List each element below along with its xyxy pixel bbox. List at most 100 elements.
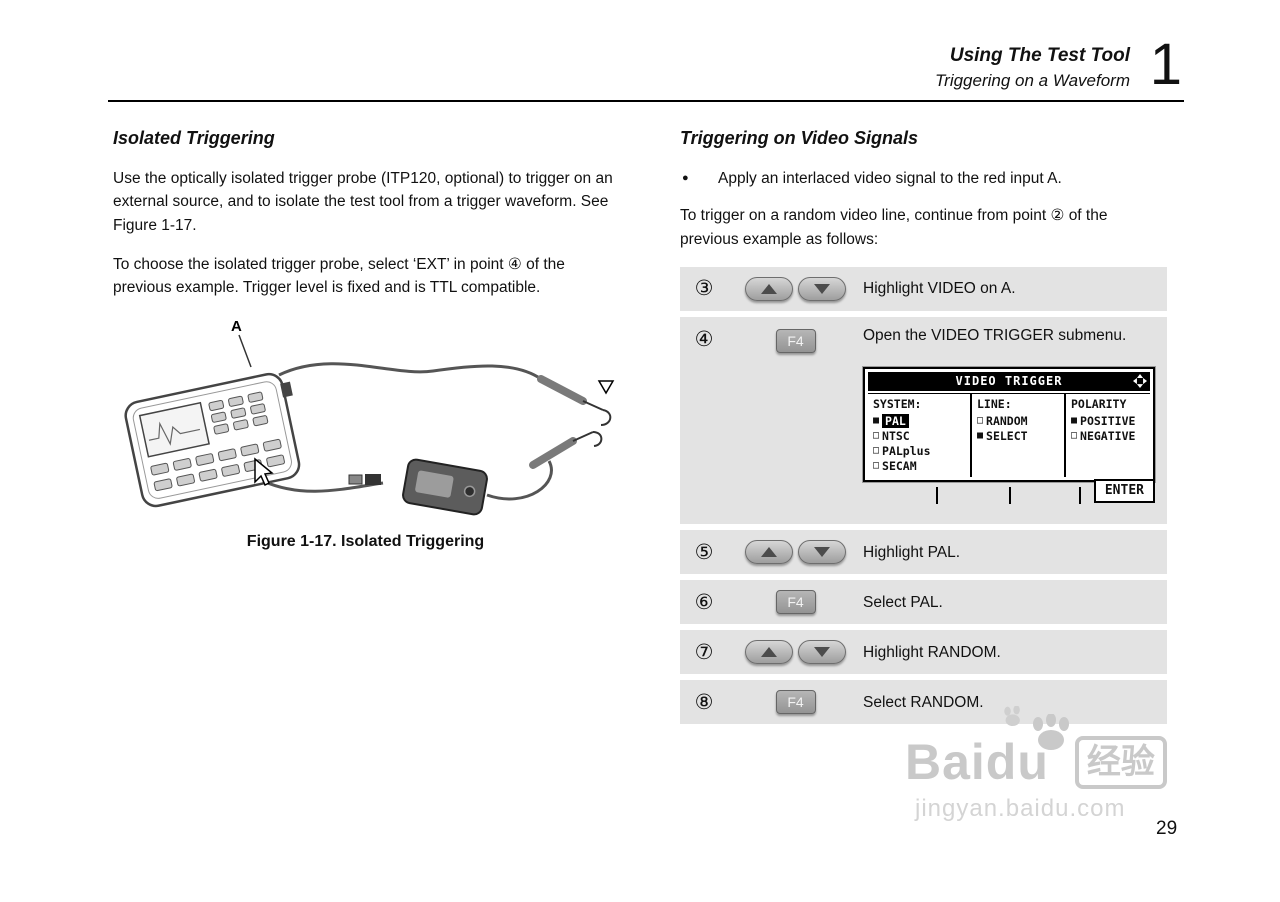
right-column: Triggering on Video Signals ● Apply an i… [680,128,1167,730]
softkey-divider [1009,487,1011,505]
isolated-triggering-illustration: A [124,318,615,516]
section-heading-video-signals: Triggering on Video Signals [680,128,919,148]
input-connector [280,381,293,398]
page-number: 29 [1156,818,1178,839]
up-arrow-key [745,540,793,565]
checkbox-unchecked-icon: □ [977,414,984,426]
video-trigger-screenshot: VIDEO TRIGGER SYSTEM: [863,366,1155,511]
menu-item-random: □ RANDOM [977,413,1060,428]
figure-isolated-triggering: A [113,315,618,551]
header-subtitle: Triggering on a Waveform [935,70,1130,90]
intro-paragraph: To trigger on a random video line, conti… [680,207,1108,248]
checkbox-unchecked-icon: □ [873,429,880,441]
menu-title-bar: VIDEO TRIGGER [868,371,1150,391]
step-text: Highlight VIDEO on A. [863,279,1016,297]
softkey-row: ENTER [863,479,1155,510]
menu-item-label: POSITIVE [1080,413,1136,428]
figure-pointer-label: A [231,318,242,335]
chapter-number: 1 [1149,32,1182,97]
up-arrow-icon [761,283,777,294]
menu-item-label: RANDOM [986,413,1028,428]
menu-item-pal: ■ PAL [873,413,966,429]
menu-item-ntsc: □ NTSC [873,428,966,443]
paragraph-choose-probe: To choose the isolated trigger probe, se… [113,255,565,296]
down-arrow-key [798,640,846,665]
crt-screen: VIDEO TRIGGER SYSTEM: [863,366,1155,483]
step-row-7: ⑦ Highlight RANDOM. [680,630,1167,675]
arrow-keys [728,276,863,301]
checkbox-unchecked-icon: □ [873,444,880,456]
down-arrow-icon [814,647,830,658]
step-number: ③ [694,277,714,301]
down-arrow-key [798,276,846,301]
watermark-brand: Baidu [905,734,1049,791]
header-title: Using The Test Tool [949,45,1130,66]
left-column: Isolated Triggering Use the optically is… [113,128,618,551]
menu-column-header: SYSTEM: [873,396,922,411]
f4-key: F4 [775,328,816,353]
watermark-url: jingyan.baidu.com [915,794,1126,822]
f4-key-cell: F4 [728,690,863,715]
page-header: Using The Test Tool Triggering on a Wave… [935,44,1130,92]
enter-softkey: ENTER [1093,479,1155,504]
test-tool-device [124,373,301,508]
step-row-3: ③ Highlight VIDEO on A. [680,266,1167,311]
opto-plug [348,474,363,485]
paw-icon-small [1004,706,1020,727]
navigation-arrows-icon [1133,373,1147,388]
menu-item-label: NEGATIVE [1080,428,1136,443]
device-screen [138,402,210,458]
step-text: Highlight RANDOM. [863,643,1001,661]
opto-cable [262,479,384,493]
menu-column-polarity: POLARITY ■ POSITIVE □ NEGATIVE [1064,393,1150,478]
checkbox-checked-icon: ■ [873,414,880,426]
step-row-5: ⑤ Highlight PAL. [680,530,1167,575]
menu-item-palplus: □ PALplus [873,443,966,458]
bullet-text: Apply an interlaced video signal to the … [718,170,1062,187]
header-rule [108,100,1184,102]
step-text: Open the VIDEO TRIGGER submenu. [863,326,1127,344]
probe-cable [278,362,542,381]
menu-column-line: LINE: □ RANDOM ■ SELECT [970,393,1064,478]
figure-caption: Figure 1-17. Isolated Triggering [246,533,485,551]
hook-clip-2 [592,431,603,448]
step-number: ④ [694,327,714,351]
hook-clip-1 [600,409,612,427]
f4-key: F4 [775,590,816,615]
ground-marker [597,380,615,395]
step-text: Highlight PAL. [863,543,961,561]
step-text: Select PAL. [863,593,943,611]
step-row-4: ④ F4 Open the VIDEO TRIGGER submenu. VID… [680,316,1167,525]
softkey-divider [936,487,938,505]
paw-icon [1033,714,1069,750]
section-heading-isolated-triggering: Isolated Triggering [113,128,275,148]
menu-item-label: NTSC [882,428,910,443]
probe-2 [529,437,577,470]
menu-item-select: ■ SELECT [977,428,1060,443]
step-row-8: ⑧ F4 Select RANDOM. [680,680,1167,725]
menu-item-label: SECAM [882,458,917,473]
checkbox-unchecked-icon: □ [1071,429,1078,441]
menu-column-system: SYSTEM: ■ PAL □ NTSC [868,394,970,478]
f4-key: F4 [775,690,816,715]
step-text: Select RANDOM. [863,693,984,711]
watermark-badge: 经验 [1074,736,1167,789]
menu-item-label: SELECT [986,428,1028,443]
probe-cable-2 [486,460,553,501]
steps-table: ③ Highlight VIDEO on A. ④ F4 Open the VI… [680,266,1167,725]
up-arrow-key [745,276,793,301]
menu-item-secam: □ SECAM [873,458,966,473]
menu-item-label: PALplus [882,443,931,458]
arrow-keys [728,540,863,565]
menu-item-positive: ■ POSITIVE [1071,413,1146,428]
step-number: ⑥ [694,590,714,614]
softkey-divider [1079,487,1082,505]
paragraph-itp120: Use the optically isolated trigger probe… [113,170,613,234]
down-arrow-icon [814,547,830,558]
f4-key-cell: F4 [728,590,863,615]
bullet-item: ● Apply an interlaced video signal to th… [680,167,1167,190]
menu-body: SYSTEM: ■ PAL □ NTSC [868,392,1150,478]
baidu-watermark: Baidu 经验 jingyan.baidu.com [905,706,1205,823]
opto-plug-2 [365,474,381,486]
